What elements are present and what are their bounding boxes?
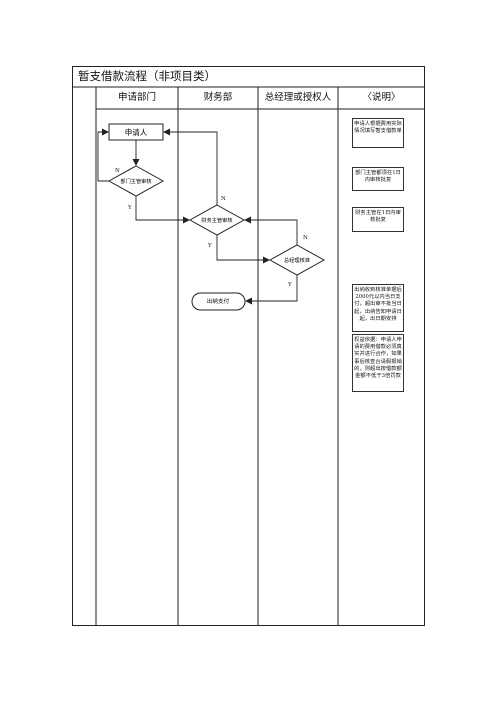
node-dept-head-review-label: 部门主管审核 [120,177,151,185]
arrow-finance-review-approve [216,235,270,264]
column-header-applicant-dept: 申请部门 [117,92,156,103]
flowchart-frame [72,66,425,626]
branch-label-gm-yes: Y [287,282,292,288]
node-gm-review-label: 总经理核准 [284,256,310,264]
note-4: 出纳收到核准单据后2000元以内当日支付，超出审不批当日起，出纳告知申请日起，出… [352,284,404,332]
branch-label-finance-yes: Y [207,243,212,249]
arrow-finance-review-reject [163,128,218,205]
branch-label-dept-yes: Y [127,205,132,211]
branch-label-gm-no: N [303,235,308,241]
note-1: 申请人根据费用实际情况填写暂支借款单 [352,118,404,148]
column-header-gm: 总经理或授权人 [264,92,332,103]
arrow-gm-review-approve [245,275,298,305]
node-applicant-label: 申请人 [125,127,148,137]
column-header-notes: 〈说明〉 [362,92,401,103]
node-cashier-pay-label: 出纳支付 [207,297,230,305]
arrow-gm-review-reject [244,216,298,245]
note-5: 权益依据：申请人申请的费用借款必须真实并进行合作，如果事后核查台请假报销的，则超… [352,334,404,392]
page-title: 暂支借款流程（非项目类） [78,69,216,83]
note-2: 部门主管都须在1日内审核批复 [352,167,404,191]
arrow-dept-review-approve [135,196,190,224]
node-finance-head-review-label: 财务主管审核 [201,216,232,224]
branch-label-finance-no: N [221,196,226,202]
arrow-dept-review-reject [97,128,109,182]
branch-label-dept-no: N [115,168,120,174]
column-header-finance-dept: 财务部 [203,92,233,103]
note-3: 财务主管在1日内审核批复 [352,207,404,232]
